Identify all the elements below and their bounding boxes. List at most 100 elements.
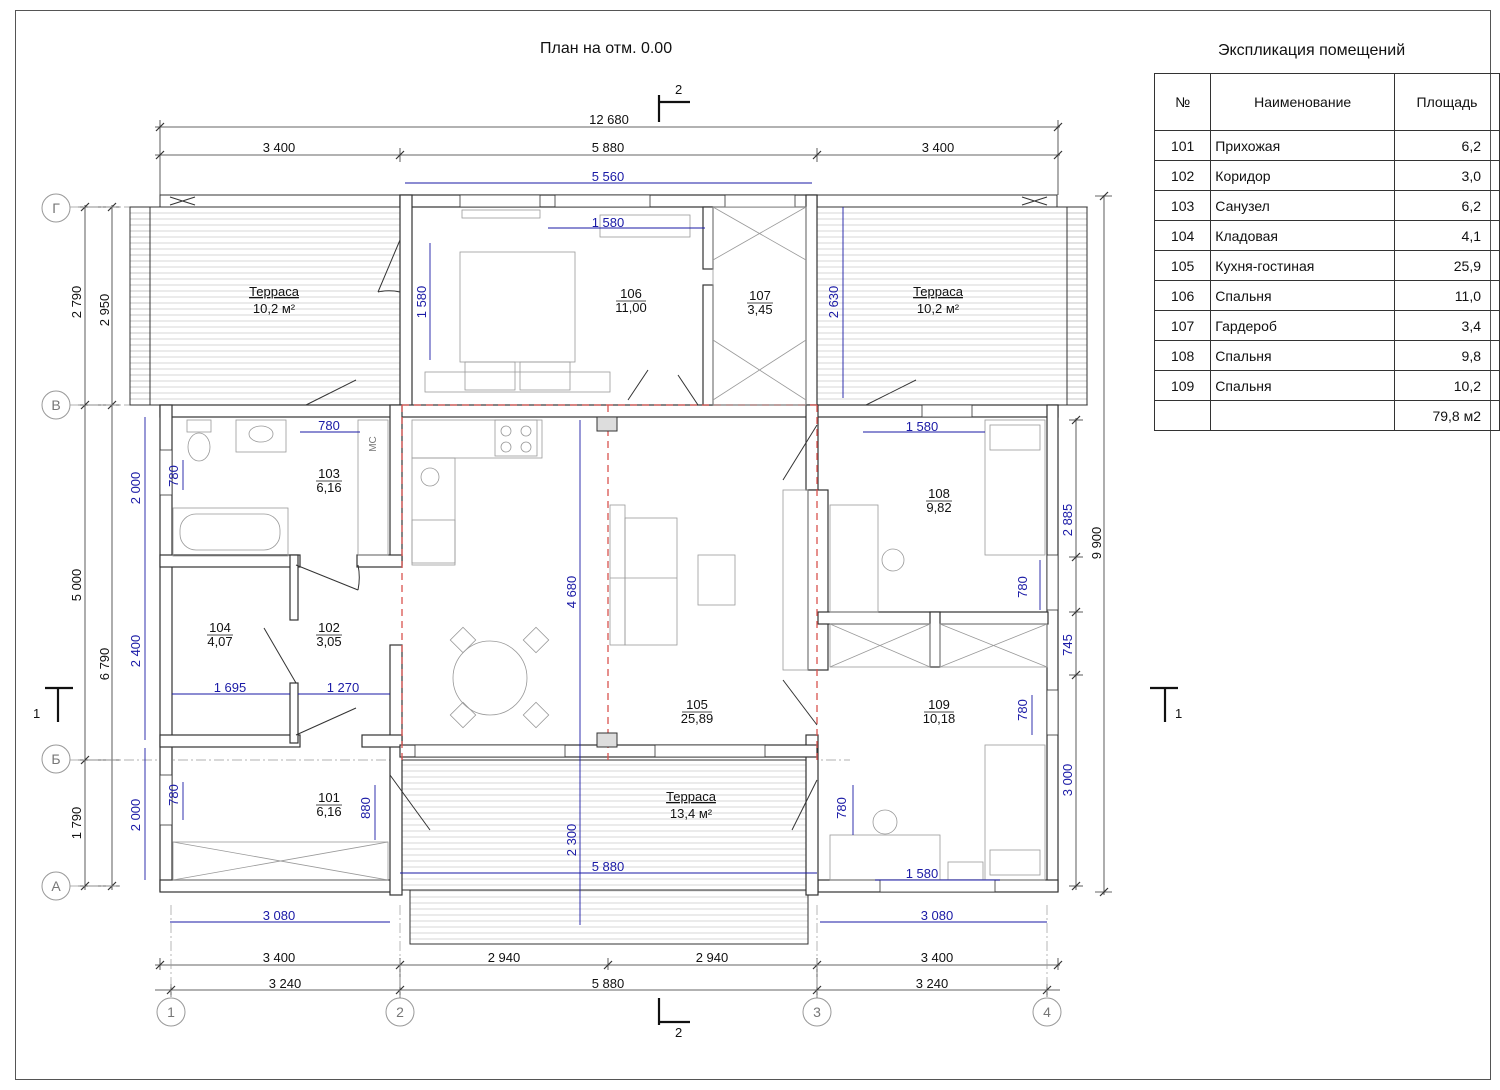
dim-text: 880 [358,797,373,819]
dim-text: 3 400 [922,140,955,155]
dim-text: 3 240 [269,976,302,991]
explication-title: Экспликация помещений [1218,42,1406,59]
blue-dim-lines [144,182,1047,925]
terrace-area: 13,4 м² [670,806,713,821]
dim-text: 2 000 [128,472,143,505]
windows [159,194,1059,893]
row-no: 109 [1153,370,1212,401]
terrace-area: 10,2 м² [917,301,960,316]
room-number: 107 [749,288,771,303]
axis-label: Г [52,200,60,216]
room-area: 25,89 [681,711,714,726]
dim-text: 2 000 [128,799,143,832]
dim-text: 1 580 [592,215,625,230]
room-number: 101 [318,790,340,805]
dim-text: 1 580 [414,286,429,319]
dim-text: 780 [1015,699,1030,721]
room-number: 105 [686,697,708,712]
dim-text: 2 950 [97,294,112,327]
section-label: 1 [33,706,40,721]
dim-text: 3 000 [1060,764,1075,797]
dim-text: 2 940 [488,950,521,965]
terrace-name: Терраса [913,284,964,299]
section-label: 2 [675,82,682,97]
room-area: 11,00 [615,300,647,315]
dim-text: 780 [1015,576,1030,598]
dim-text: 1 270 [327,680,360,695]
dim-text: 3 080 [921,908,954,923]
terrace-name: Терраса [249,284,300,299]
dim-text: 2 400 [128,635,143,668]
room-area: 9,82 [926,500,951,515]
dim-text: 1 580 [906,419,939,434]
axis-labels: Г В Б А 1 2 3 4 [51,200,1051,1020]
dimension-texts: 12 680 3 400 5 880 3 400 3 400 2 940 2 9… [69,112,1104,991]
room-area: 3,05 [316,634,341,649]
row-no: 108 [1153,340,1212,371]
room-area: 3,45 [747,302,772,317]
room-area: 6,16 [316,480,341,495]
dim-text: 3 080 [263,908,296,923]
dim-text: 780 [166,465,181,487]
dim-text: 745 [1060,634,1075,656]
axis-markers [41,193,1062,1027]
table-header-row: № Наименование Площадь [1153,73,1500,131]
row-area: 4,1 [1394,220,1500,251]
room-number: 102 [318,620,340,635]
room-area: 10,18 [923,711,956,726]
section-labels: 2 2 1 1 [33,82,1182,1040]
dim-text: 780 [318,418,340,433]
row-no: 101 [1153,130,1212,161]
room-area: 6,16 [316,804,341,819]
row-area: 6,2 [1394,190,1500,221]
row-name: Спальня [1210,340,1396,371]
dim-text: 9 900 [1089,527,1104,560]
room-number: 108 [928,486,950,501]
row-name: Прихожая [1210,130,1396,161]
row-name: Спальня [1210,370,1396,401]
row-area: 6,2 [1394,130,1500,161]
columns [596,416,618,748]
plan-title: План на отм. 0.00 [540,40,673,57]
dim-text: 5 880 [592,976,625,991]
axis-label: Б [51,751,60,767]
axis-label: 2 [396,1004,404,1020]
bath-label: МС [368,436,379,452]
dim-text: 5 000 [69,569,84,602]
zone-lines [401,404,818,760]
row-no: 102 [1153,160,1212,191]
axis-label: А [51,878,61,894]
dim-text: 3 400 [263,950,296,965]
total-area: 79,8 м2 [1394,400,1500,431]
dim-text: 5 880 [592,140,625,155]
room-number: 103 [318,466,340,481]
room-area: 4,07 [207,634,232,649]
section-markers [45,95,1178,1025]
dim-text: 12 680 [589,112,629,127]
dim-text: 2 300 [564,824,579,857]
room-number: 109 [928,697,950,712]
dim-text: 1 580 [906,866,939,881]
row-area: 11,0 [1394,280,1500,311]
row-area: 25,9 [1394,250,1500,281]
terraces [129,194,1088,945]
dim-text: 780 [834,797,849,819]
sheet-frame [15,10,1491,1080]
dim-text: 5 880 [592,859,625,874]
dim-text: 780 [166,784,181,806]
row-area: 10,2 [1394,370,1500,401]
room-number: 104 [209,620,231,635]
dim-text: 2 885 [1060,504,1075,537]
dim-text: 1 790 [69,807,84,840]
axis-label: 1 [167,1004,175,1020]
walls [159,194,1059,896]
room-number: 106 [620,286,642,301]
terrace-name: Терраса [666,789,717,804]
